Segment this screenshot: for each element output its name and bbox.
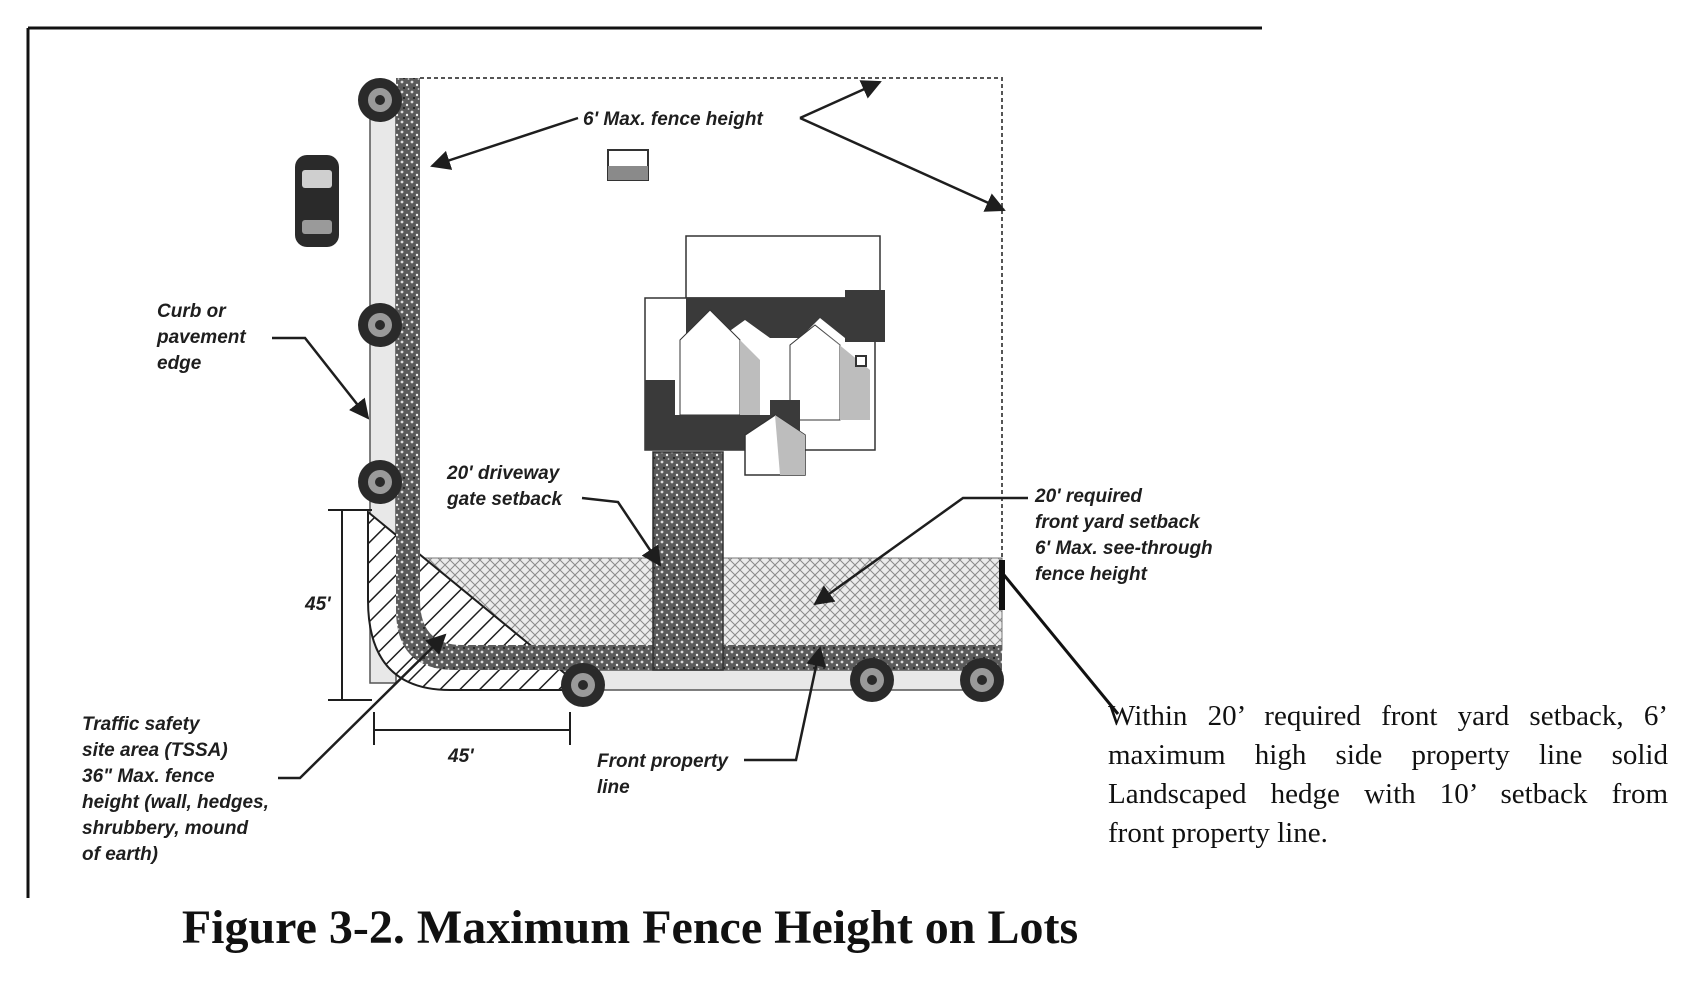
- shrub-icons: [358, 78, 1004, 707]
- shrub-icon: [850, 658, 894, 702]
- property-line: [420, 77, 1003, 560]
- label-front-setback: 20' required front yard setback 6' Max. …: [1034, 486, 1213, 585]
- svg-text:line: line: [597, 777, 630, 798]
- svg-text:6' Max. see-through: 6' Max. see-through: [1035, 538, 1213, 559]
- side-note-line: maximum high side property line solid: [1108, 739, 1668, 771]
- leader-max-fence-right: [799, 116, 1006, 212]
- dimension-lines: [328, 509, 571, 745]
- svg-text:Traffic safety: Traffic safety: [82, 714, 201, 735]
- svg-text:height (wall, hedges,: height (wall, hedges,: [82, 792, 269, 813]
- svg-text:site area (TSSA): site area (TSSA): [82, 740, 228, 761]
- shrub-icon: [358, 460, 402, 504]
- leader-driveway: [581, 496, 662, 567]
- label-tssa: Traffic safety site area (TSSA) 36" Max.…: [82, 714, 269, 865]
- figure-frame: [26, 26, 1262, 898]
- label-driveway: 20' driveway gate setback: [446, 463, 564, 510]
- label-dim-horizontal: 45': [447, 746, 475, 767]
- svg-text:36" Max. fence: 36" Max. fence: [82, 766, 215, 787]
- house-icon: [644, 235, 885, 476]
- svg-text:fence height: fence height: [1035, 564, 1148, 585]
- leader-note: [1002, 574, 1120, 715]
- svg-text:20' required: 20' required: [1034, 486, 1142, 507]
- leader-tssa: [278, 633, 447, 780]
- side-note-line: Within 20’ required front yard setback, …: [1108, 700, 1668, 732]
- figure-caption: Figure 3-2. Maximum Fence Height on Lots: [181, 901, 1079, 954]
- leader-front-line: [744, 646, 827, 762]
- label-curb: Curb or pavement edge: [156, 301, 246, 374]
- svg-text:pavement: pavement: [156, 327, 246, 348]
- svg-text:of earth): of earth): [82, 844, 158, 865]
- side-note-line: front property line.: [1108, 817, 1328, 849]
- annotation-leaders: [272, 80, 1120, 780]
- shrub-icon: [358, 303, 402, 347]
- leader-curb: [272, 336, 370, 420]
- shrub-icon: [960, 658, 1004, 702]
- side-note: Within 20’ required front yard setback, …: [1108, 697, 1668, 853]
- svg-text:Curb or: Curb or: [157, 301, 227, 322]
- shrub-icon: [358, 78, 402, 122]
- svg-text:Front property: Front property: [597, 751, 729, 772]
- svg-text:edge: edge: [157, 353, 202, 374]
- svg-text:front yard setback: front yard setback: [1035, 512, 1201, 533]
- shrub-icon: [561, 663, 605, 707]
- svg-text:shrubbery, mound: shrubbery, mound: [82, 818, 248, 839]
- leader-front-setback: [813, 496, 1028, 606]
- driveway: [652, 451, 724, 671]
- leader-max-fence-left: [430, 116, 579, 170]
- label-front-line: Front property line: [597, 751, 729, 798]
- curb-strip-front: [559, 669, 1001, 691]
- car-icon: [295, 155, 339, 247]
- svg-text:20' driveway: 20' driveway: [446, 463, 561, 484]
- side-note-line: Landscaped hedge with 10’ setback from: [1108, 778, 1668, 810]
- svg-text:gate setback: gate setback: [446, 489, 564, 510]
- label-dim-vertical: 45': [304, 594, 332, 615]
- leader-max-fence-top: [799, 80, 882, 120]
- label-max-fence: 6' Max. fence height: [583, 109, 763, 130]
- shed-icon: [607, 149, 649, 181]
